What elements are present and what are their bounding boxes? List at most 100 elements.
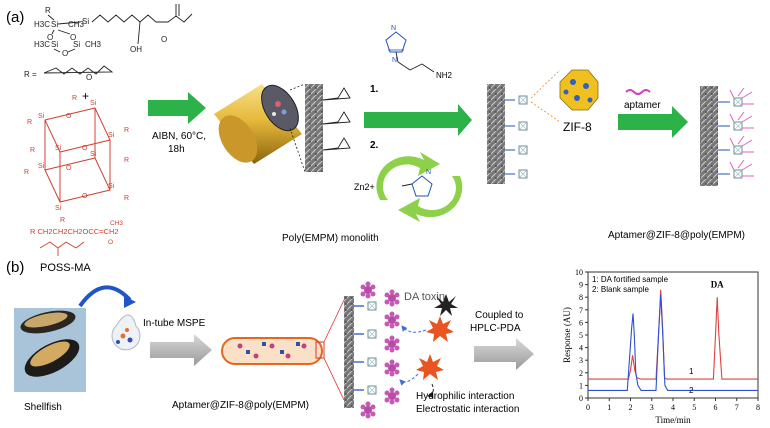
svg-text:CH3: CH3 — [68, 20, 85, 29]
y-tick-label: 10 — [575, 268, 583, 277]
methylimidazole-structure: N — [401, 169, 433, 197]
curve-label-1: 1 — [689, 367, 694, 376]
hplc-label: HPLC-PDA — [470, 323, 521, 334]
y-tick-label: 5 — [579, 331, 583, 340]
step-1: 1. — [370, 84, 379, 95]
svg-text:O: O — [70, 33, 76, 42]
x-tick-label: 6 — [714, 403, 718, 412]
svg-text:O: O — [86, 73, 92, 82]
shellfish-label: Shellfish — [24, 402, 62, 413]
svg-text:R CH2CH2CH2OCC=CH2: R CH2CH2CH2OCC=CH2 — [30, 227, 119, 236]
svg-text:Si: Si — [82, 17, 89, 26]
svg-text:R: R — [30, 147, 35, 154]
monolith-rod — [214, 84, 302, 164]
poss-ma-label: POSS-MA — [40, 262, 91, 274]
svg-text:R: R — [124, 157, 129, 164]
aptamer-arrow — [618, 106, 688, 138]
sem-image-zif — [487, 84, 505, 184]
reaction-arrow — [148, 92, 206, 124]
zn-cycle-arrows — [376, 152, 463, 222]
zif-8-label: ZIF-8 — [563, 120, 592, 134]
da-peak-label: DA — [711, 280, 724, 290]
column-zoom-lines — [323, 299, 345, 401]
zif-crystals-wall — [505, 95, 528, 179]
svg-text:O: O — [66, 113, 72, 120]
mspe-arrow — [150, 334, 212, 366]
svg-text:R: R — [45, 6, 51, 15]
svg-text:H3C: H3C — [34, 20, 50, 29]
svg-text:Si: Si — [55, 205, 62, 212]
x-tick-label: 7 — [735, 403, 739, 412]
svg-text:NH2: NH2 — [436, 71, 453, 80]
panel-b-label: (b) — [6, 259, 24, 276]
shellfish-photo — [14, 308, 86, 392]
svg-text:R: R — [124, 195, 129, 202]
aptamer-zif-wall — [718, 87, 754, 179]
panel-a-label: (a) — [6, 9, 24, 26]
y-tick-label: 8 — [579, 293, 583, 302]
svg-text:O: O — [82, 193, 88, 200]
svg-text:O: O — [82, 145, 88, 152]
sem-image — [305, 84, 323, 172]
sample-droplet-icon — [111, 314, 141, 351]
x-tick-label: 2 — [629, 403, 633, 412]
svg-text:Si: Si — [38, 113, 45, 120]
toxin-icons — [416, 294, 458, 380]
svg-text:N: N — [426, 169, 431, 176]
svg-text:N: N — [392, 57, 397, 64]
toxin-label: DA toxin — [404, 291, 445, 303]
y-tick-label: 7 — [579, 306, 583, 315]
y-tick-label: 9 — [579, 281, 583, 290]
interaction-arrow-2 — [399, 373, 419, 386]
hydrophilic-label: Hydrophilic interaction — [416, 391, 514, 402]
svg-text:Si: Si — [90, 100, 97, 107]
svg-text:O: O — [108, 239, 113, 246]
svg-text:O: O — [62, 49, 68, 58]
y-tick-label: 6 — [579, 318, 583, 327]
step-2: 2. — [370, 140, 379, 151]
svg-text:Si: Si — [51, 20, 58, 29]
x-tick-label: 4 — [671, 403, 675, 412]
legend-entry-2: 2: Blank sample — [592, 285, 649, 294]
y-tick-label: 4 — [579, 344, 583, 353]
zif-zoom-lines — [530, 69, 561, 123]
svg-text:O: O — [66, 165, 72, 172]
svg-text:O: O — [161, 35, 167, 44]
y-tick-label: 0 — [579, 394, 583, 403]
y-tick-label: 1 — [579, 381, 583, 390]
x-axis-label: Time/min — [655, 415, 691, 425]
x-tick-label: 1 — [607, 403, 611, 412]
svg-text:R: R — [27, 119, 32, 126]
modification-arrow — [364, 104, 472, 136]
svg-text:Si: Si — [90, 151, 97, 158]
sample-prep-arrow — [78, 285, 132, 308]
svg-text:Si: Si — [73, 40, 80, 49]
svg-text:Si: Si — [108, 132, 115, 139]
electrostatic-label: Electrostatic interaction — [416, 404, 519, 415]
y-tick-label: 3 — [579, 356, 583, 365]
in-tube-column — [221, 337, 325, 365]
svg-text:CH3: CH3 — [85, 40, 102, 49]
product-label: Aptamer@ZIF-8@poly(EMPM) — [608, 230, 745, 241]
coupled-label: Coupled to — [475, 310, 524, 321]
svg-text:H3C: H3C — [34, 40, 50, 49]
x-tick-label: 5 — [692, 403, 696, 412]
svg-text:O: O — [47, 33, 53, 42]
zif-8-crystal — [559, 69, 599, 111]
curve-label-2: 2 — [689, 386, 694, 395]
aptamer-zif-detail — [354, 281, 400, 419]
svg-text:N: N — [391, 25, 396, 32]
svg-text:Si: Si — [51, 40, 58, 49]
interaction-arrow-1 — [401, 325, 427, 333]
interaction-arrow-3 — [427, 383, 434, 398]
x-tick-label: 8 — [756, 403, 760, 412]
imidazole-amine-structure: N N NH2 — [385, 25, 453, 80]
column-label: Aptamer@ZIF-8@poly(EMPM) — [172, 400, 309, 411]
svg-text:Si: Si — [55, 145, 62, 152]
sem-image-zoom — [344, 296, 354, 408]
legend-entry-1: 1: DA fortified sample — [592, 275, 669, 284]
zinc-ion: Zn2+ — [354, 182, 375, 192]
sem-image-product — [700, 86, 718, 186]
